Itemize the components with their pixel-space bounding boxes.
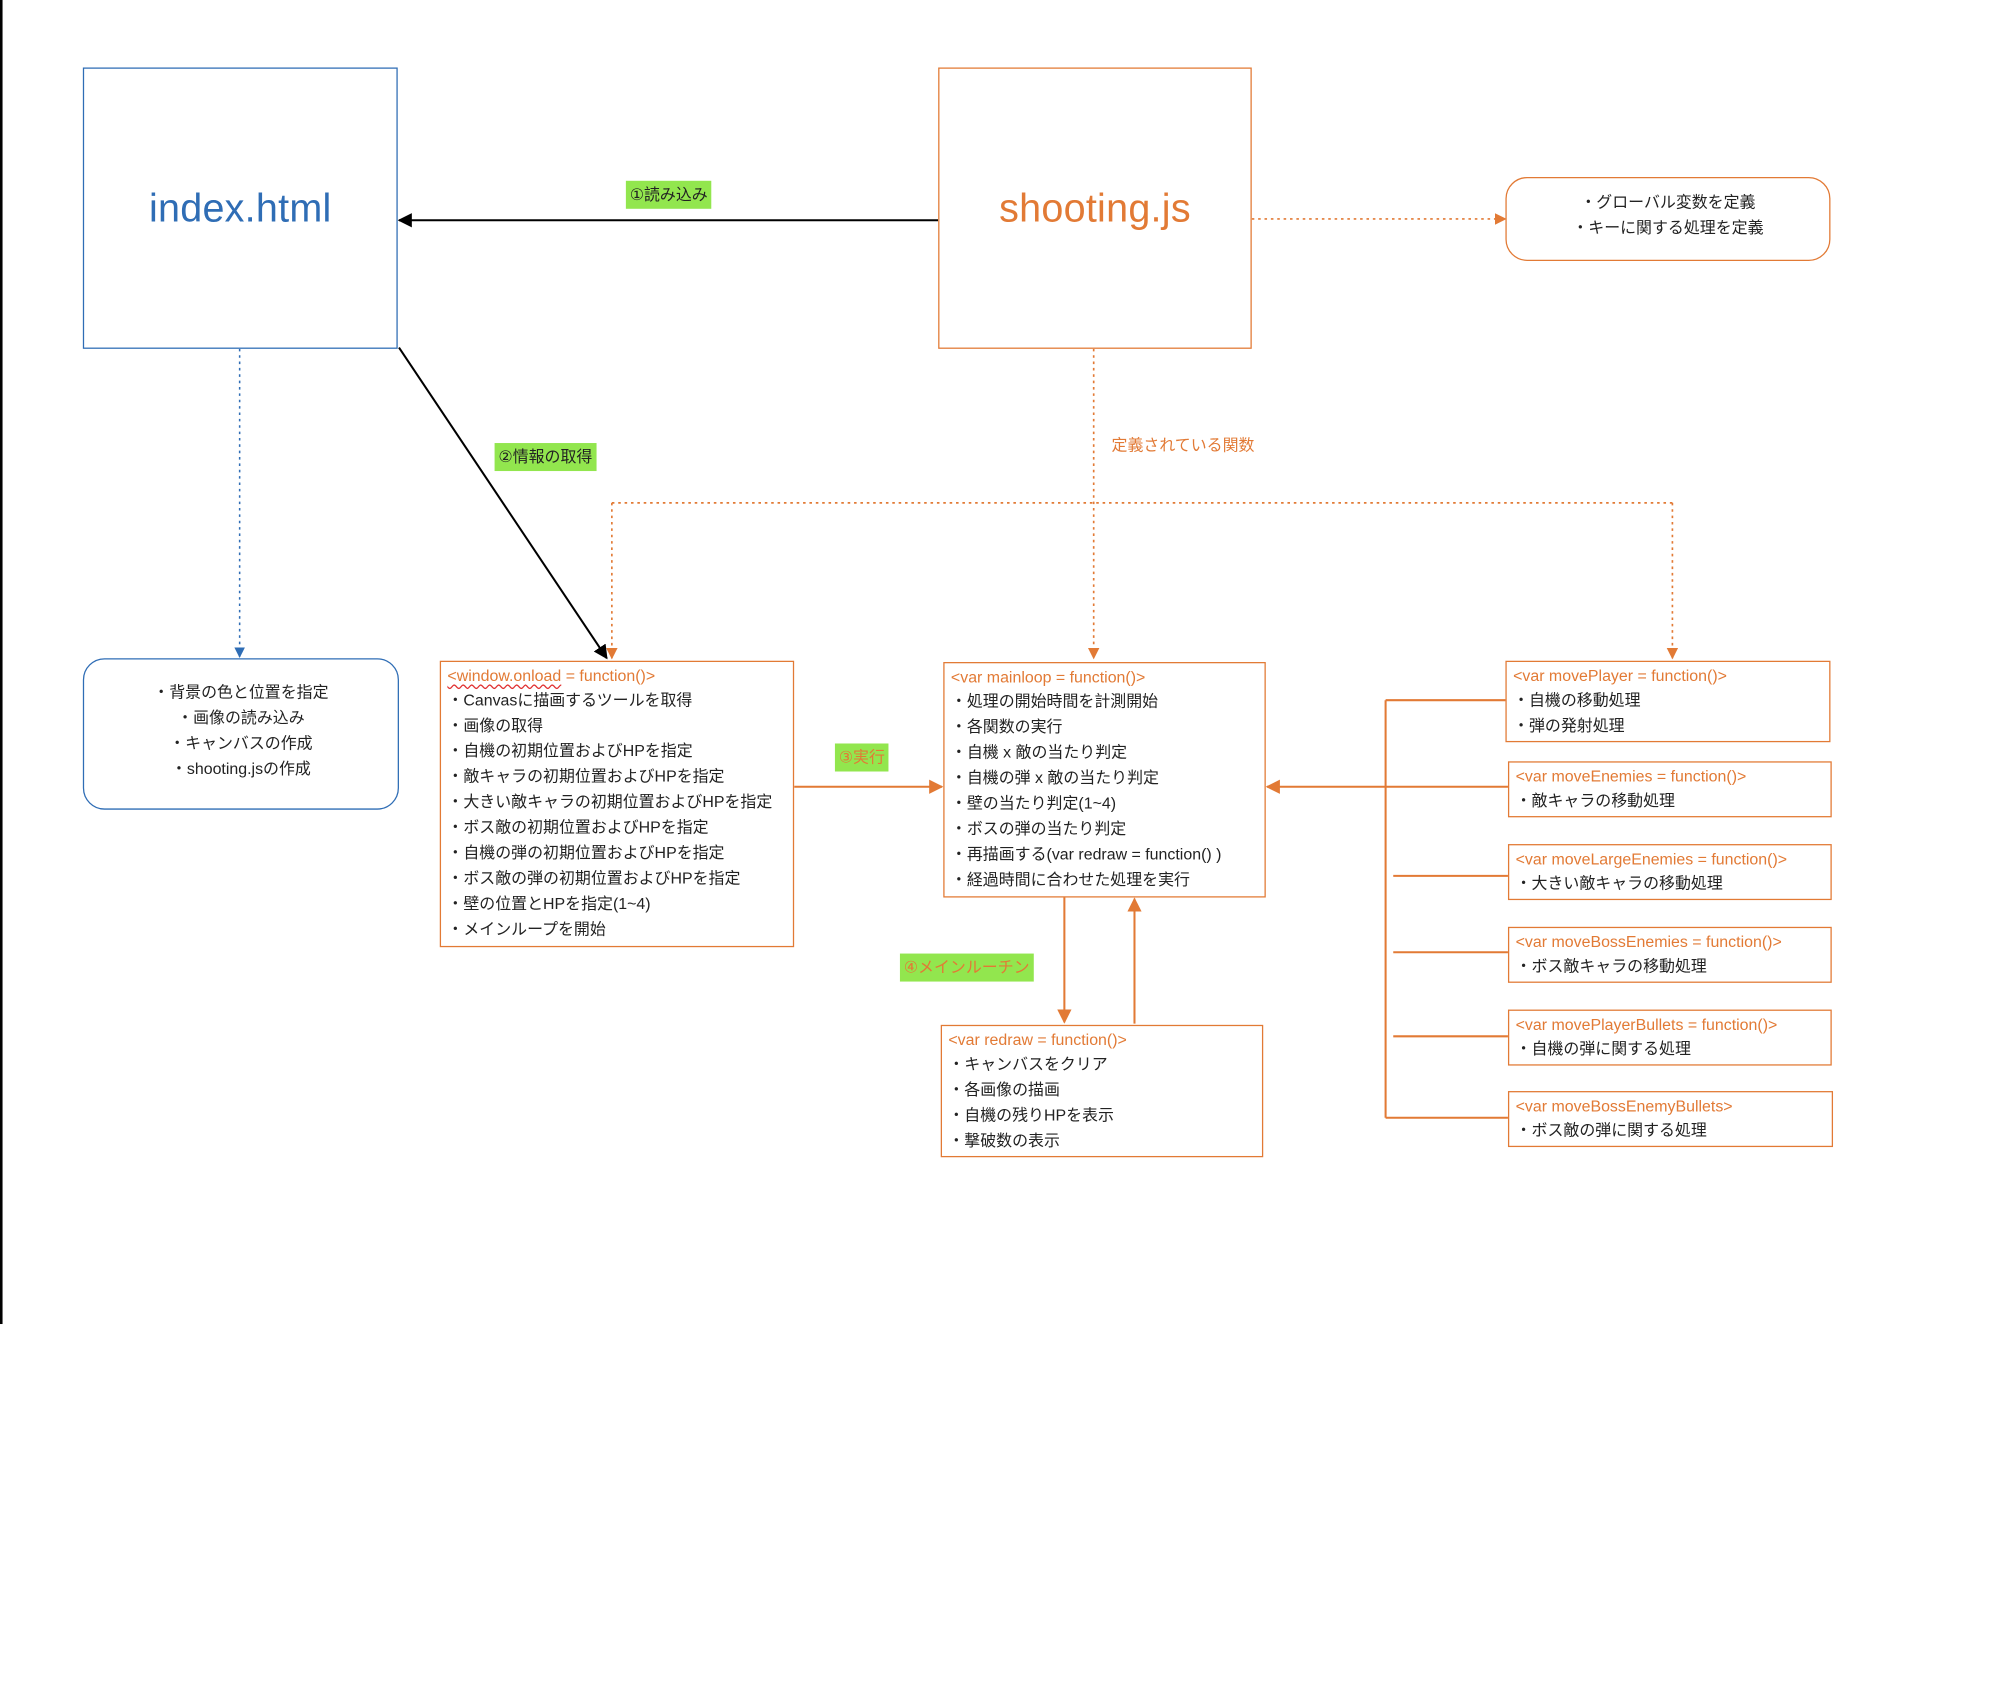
globals-line: ・キーに関する処理を定義 xyxy=(1572,218,1764,237)
moveplayer-title: <var movePlayer = function()> xyxy=(1513,667,1727,685)
left-border xyxy=(0,0,3,1325)
moveplayerbullets-box: <var movePlayerBullets = function()> ・自機… xyxy=(1507,1009,1832,1066)
defined-functions-label: 定義されている関数 xyxy=(1111,436,1255,455)
moveenemies-title: <var moveEnemies = function()> xyxy=(1515,767,1747,786)
exec-label: ③実行 xyxy=(834,743,889,772)
mainloop-line: ・ボスの弾の当たり判定 xyxy=(950,819,1127,838)
globals-line: ・グローバル変数を定義 xyxy=(1580,193,1756,212)
index-html-label: index.html xyxy=(148,185,332,230)
mainloop-line: ・自機の弾 x 敵の当たり判定 xyxy=(950,768,1159,787)
redraw-line: ・撃破数の表示 xyxy=(948,1131,1060,1150)
onload-line: ・大きい敵キャラの初期位置およびHPを指定 xyxy=(447,793,773,811)
load-label: ①読み込み xyxy=(625,180,712,209)
movelargeenemies-title: <var moveLargeEnemies = function()> xyxy=(1515,850,1788,869)
index-details-line: ・キャンバスの作成 xyxy=(169,734,313,753)
mainloop-title: <var mainloop = function()> xyxy=(950,668,1146,687)
onload-line: ・ボス敵の初期位置およびHPを指定 xyxy=(447,818,709,837)
movebossenemies-title: <var moveBossEnemies = function()> xyxy=(1515,933,1782,952)
mainloop-line: ・壁の当たり判定(1~4) xyxy=(950,794,1117,813)
globals-note: ・グローバル変数を定義 ・キーに関する処理を定義 xyxy=(1505,176,1831,261)
mainloop-box: <var mainloop = function()> ・処理の開始時間を計測開… xyxy=(943,662,1266,898)
moveplayer-line: ・弾の発射処理 xyxy=(1513,716,1625,735)
index-details-note: ・背景の色と位置を指定 ・画像の読み込み ・キャンバスの作成 ・shooting… xyxy=(82,658,399,810)
moveplayer-line: ・自機の移動処理 xyxy=(1513,691,1641,710)
movebossenemybullets-line: ・ボス敵の弾に関する処理 xyxy=(1515,1121,1707,1140)
index-html-box: index.html xyxy=(82,67,398,349)
movelargeenemies-line: ・大きい敵キャラの移動処理 xyxy=(1515,874,1723,893)
onload-title: <window.onload = function()> xyxy=(447,667,656,685)
shooting-js-box: shooting.js xyxy=(938,67,1252,349)
onload-line: ・自機の弾の初期位置およびHPを指定 xyxy=(447,844,725,862)
mainroutine-label: ④メインルーチン xyxy=(899,953,1034,982)
shooting-js-label: shooting.js xyxy=(999,185,1191,230)
mainloop-line: ・経過時間に合わせた処理を実行 xyxy=(950,870,1190,889)
onload-line: ・壁の位置とHPを指定(1~4) xyxy=(447,894,651,913)
redraw-line: ・キャンバスをクリア xyxy=(948,1055,1108,1074)
redraw-line: ・各画像の描画 xyxy=(948,1080,1060,1099)
redraw-box: <var redraw = function()> ・キャンバスをクリア ・各画… xyxy=(940,1024,1264,1158)
connector-lines xyxy=(234,213,1679,1119)
onload-line: ・画像の取得 xyxy=(447,716,544,735)
arrow-info xyxy=(398,346,608,660)
onload-line: ・自機の初期位置およびHPを指定 xyxy=(447,742,693,761)
movebossenemybullets-title: <var moveBossEnemyBullets> xyxy=(1515,1097,1733,1116)
index-details-line: ・画像の読み込み xyxy=(177,709,305,727)
info-label: ②情報の取得 xyxy=(494,443,597,472)
movebossenemybullets-box: <var moveBossEnemyBullets> ・ボス敵の弾に関する処理 xyxy=(1507,1091,1834,1148)
moveenemies-box: <var moveEnemies = function()> ・敵キャラの移動処… xyxy=(1507,761,1832,818)
moveenemies-line: ・敵キャラの移動処理 xyxy=(1515,791,1675,810)
index-details-line: ・背景の色と位置を指定 xyxy=(153,683,329,702)
moveplayerbullets-title: <var movePlayerBullets = function()> xyxy=(1515,1015,1778,1034)
onload-box: <window.onload = function()> ・Canvasに描画す… xyxy=(439,660,795,948)
movelargeenemies-box: <var moveLargeEnemies = function()> ・大きい… xyxy=(1507,844,1832,901)
mainloop-line: ・再描画する(var redraw = function() ) xyxy=(950,845,1222,864)
mainloop-line: ・処理の開始時間を計測開始 xyxy=(950,692,1159,711)
onload-line: ・Canvasに描画するツールを取得 xyxy=(447,691,693,710)
redraw-title: <var redraw = function()> xyxy=(948,1031,1127,1050)
mainloop-line: ・各関数の実行 xyxy=(950,718,1063,736)
moveplayerbullets-line: ・自機の弾に関する処理 xyxy=(1515,1040,1691,1058)
moveplayer-box: <var movePlayer = function()> ・自機の移動処理 ・… xyxy=(1505,660,1831,743)
movebossenemies-line: ・ボス敵キャラの移動処理 xyxy=(1515,957,1707,976)
movebossenemies-box: <var moveBossEnemies = function()> ・ボス敵キ… xyxy=(1507,926,1832,983)
index-details-line: ・shooting.jsの作成 xyxy=(170,760,311,778)
onload-line: ・メインループを開始 xyxy=(447,920,606,939)
onload-line: ・ボス敵の弾の初期位置およびHPを指定 xyxy=(447,869,741,888)
redraw-line: ・自機の残りHPを表示 xyxy=(948,1106,1114,1125)
onload-line: ・敵キャラの初期位置およびHPを指定 xyxy=(447,767,725,786)
mainloop-line: ・自機 x 敵の当たり判定 xyxy=(950,743,1128,762)
